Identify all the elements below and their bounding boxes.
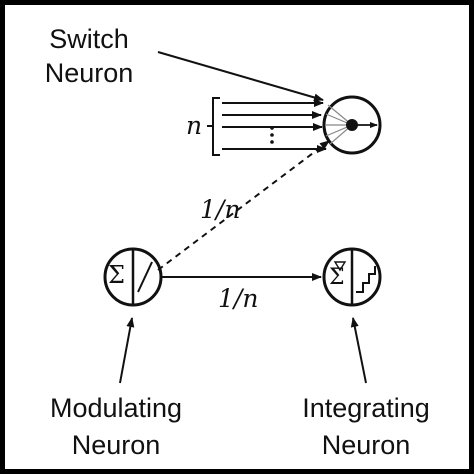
- integrating-label-pointer: [350, 317, 367, 384]
- diagram-canvas: Switch Neuron n 1/n 1/n Σ Σ Modulating N…: [5, 5, 469, 469]
- integrating-neuron: [322, 247, 382, 307]
- switch-neuron-label-line2: Neuron: [44, 58, 134, 88]
- dashed-weight-label: 1/n: [200, 195, 241, 224]
- input-count-n: n: [186, 111, 203, 140]
- integrating-delta-icon: [333, 261, 347, 272]
- input-lines: [207, 97, 327, 156]
- diagram-svg: [103, 51, 382, 384]
- modulating-neuron-label-line1: Modulating: [49, 393, 183, 423]
- modulating-slash-icon: [137, 261, 153, 293]
- modulating-neuron-label-line2: Neuron: [71, 430, 161, 460]
- integrating-neuron-label-line1: Integrating: [302, 393, 430, 423]
- integrating-staircase-icon: [356, 266, 376, 293]
- switch-neuron: [322, 95, 382, 155]
- integrating-neuron-label-line2: Neuron: [321, 430, 411, 460]
- modulating-sigma-symbol: Σ: [108, 261, 125, 289]
- switch-neuron-label-line1: Switch: [49, 24, 129, 54]
- input-bracket: [212, 97, 220, 156]
- input-ellipsis: [270, 126, 274, 144]
- solid-weight-label: 1/n: [218, 284, 259, 313]
- switch-label-pointer: [157, 51, 324, 102]
- modulating-to-switch-dashed-arrow: [157, 140, 330, 271]
- integrating-sigma-symbol: Σ: [329, 265, 345, 290]
- modulating-label-pointer: [119, 317, 135, 384]
